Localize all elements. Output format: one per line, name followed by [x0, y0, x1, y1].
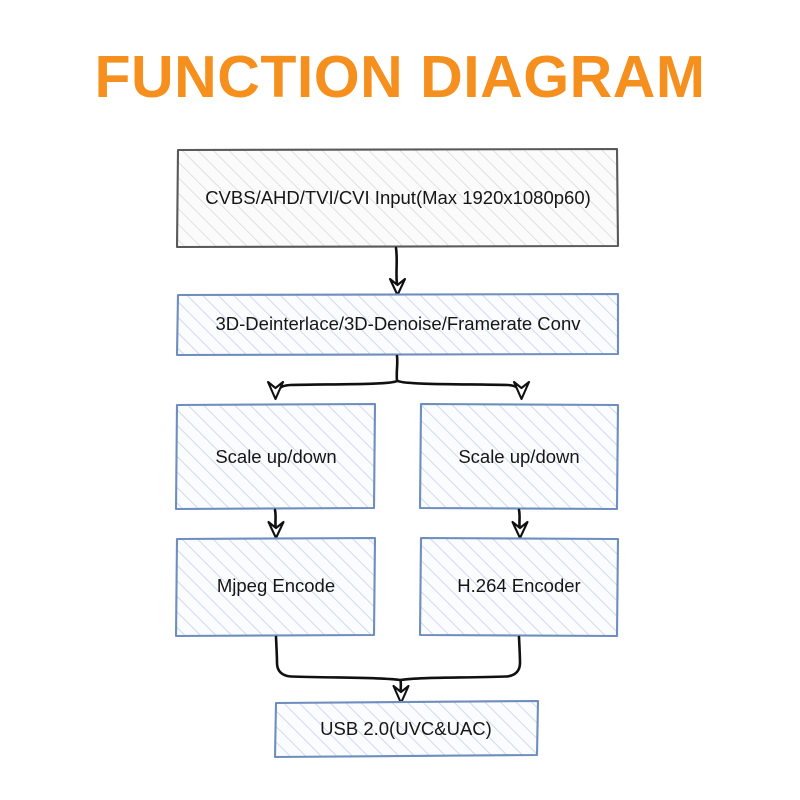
edge-scale-right-to-h264	[511, 508, 529, 540]
edge-scale-left-to-mjpeg	[267, 508, 285, 540]
node-scale-right-label: Scale up/down	[458, 446, 579, 467]
node-usb-label: USB 2.0(UVC&UAC)	[320, 718, 492, 739]
node-input-label: CVBS/AHD/TVI/CVI Input(Max 1920x1080p60)	[205, 187, 591, 208]
node-scale-right[interactable]: Scale up/down	[418, 402, 620, 511]
node-process-shape	[175, 292, 620, 357]
node-scale-left-shape	[174, 402, 377, 511]
arrowhead-icon	[511, 520, 529, 540]
node-usb[interactable]: USB 2.0(UVC&UAC)	[273, 699, 540, 759]
node-h264-encoder[interactable]: H.264 Encoder	[418, 536, 620, 638]
node-mjpeg-shape	[174, 536, 377, 638]
page-title: FUNCTION DIAGRAM	[94, 44, 706, 110]
arrowhead-icon	[512, 380, 531, 401]
arrowhead-icon	[392, 684, 410, 705]
node-scale-left[interactable]: Scale up/down	[174, 402, 377, 511]
node-h264-label: H.264 Encoder	[457, 575, 580, 596]
node-scale-right-shape	[418, 402, 620, 511]
node-scale-left-label: Scale up/down	[215, 446, 336, 467]
edge-input-to-process	[388, 246, 407, 297]
edge-process-branch	[266, 354, 531, 401]
node-mjpeg-encode[interactable]: Mjpeg Encode	[174, 536, 377, 638]
node-h264-shape	[418, 536, 620, 638]
node-usb-shape	[273, 699, 540, 759]
arrowhead-icon	[388, 277, 407, 297]
node-input[interactable]: CVBS/AHD/TVI/CVI Input(Max 1920x1080p60)	[175, 147, 620, 249]
node-input-shape	[175, 147, 620, 249]
node-process-label: 3D-Deinterlace/3D-Denoise/Framerate Conv	[215, 313, 581, 334]
node-process[interactable]: 3D-Deinterlace/3D-Denoise/Framerate Conv	[175, 292, 620, 357]
edge-encoders-to-usb	[274, 635, 522, 705]
arrowhead-icon	[267, 520, 285, 540]
node-mjpeg-label: Mjpeg Encode	[217, 575, 335, 596]
arrowhead-icon	[266, 380, 285, 401]
